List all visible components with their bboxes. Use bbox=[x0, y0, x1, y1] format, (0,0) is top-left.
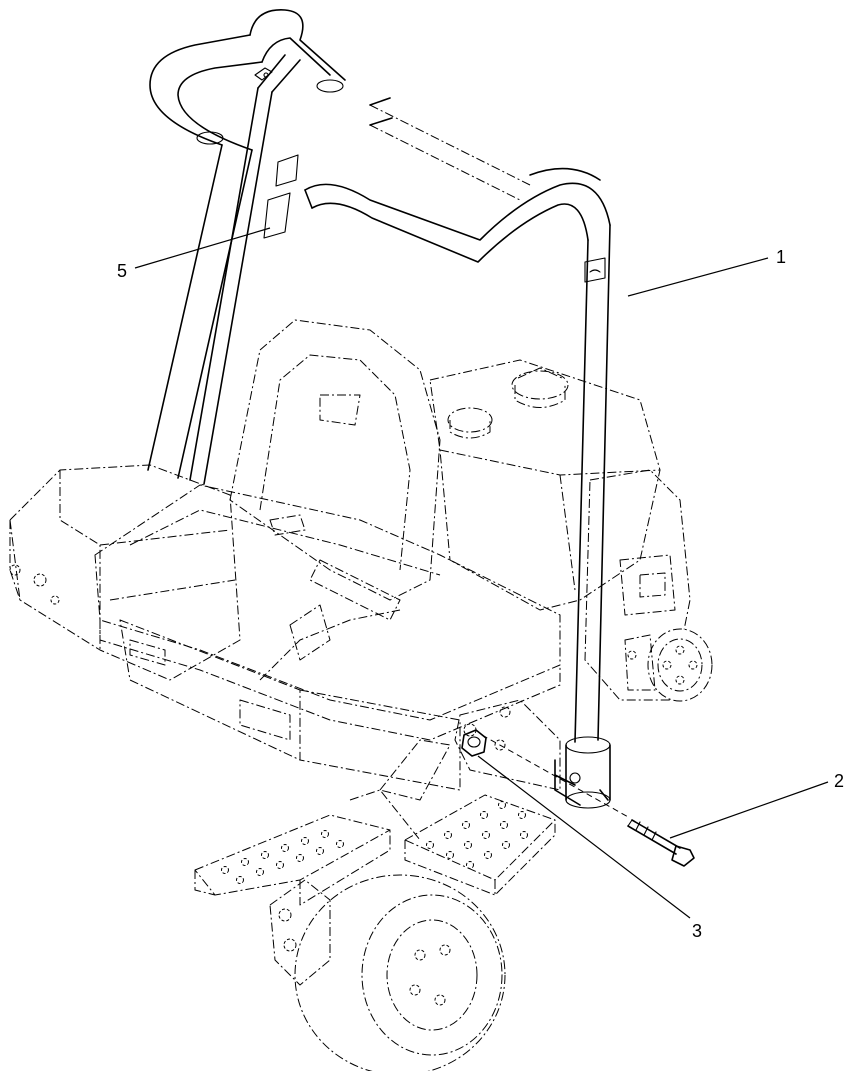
roll-bar-mount bbox=[554, 736, 611, 809]
rear-tire bbox=[294, 874, 506, 1071]
right-foot-step bbox=[404, 794, 556, 896]
leader-3 bbox=[477, 755, 691, 919]
step-pad-holes bbox=[221, 801, 528, 884]
callout-1: 1 bbox=[776, 247, 786, 267]
machine-body bbox=[9, 464, 461, 791]
leader-lines bbox=[134, 227, 829, 919]
roll-bar bbox=[147, 9, 611, 809]
seat bbox=[94, 319, 561, 741]
leader-5 bbox=[134, 227, 271, 269]
fuel-tank bbox=[429, 359, 661, 611]
callout-5: 5 bbox=[117, 261, 127, 281]
leader-1 bbox=[627, 257, 769, 297]
callout-2: 2 bbox=[834, 771, 844, 791]
callout-3: 3 bbox=[692, 921, 702, 941]
leader-2 bbox=[669, 781, 829, 839]
machine-phantom-outline bbox=[9, 319, 713, 1071]
nut bbox=[461, 729, 487, 757]
bolt bbox=[481, 734, 695, 867]
left-foot-step bbox=[194, 814, 391, 906]
engine bbox=[584, 469, 713, 702]
